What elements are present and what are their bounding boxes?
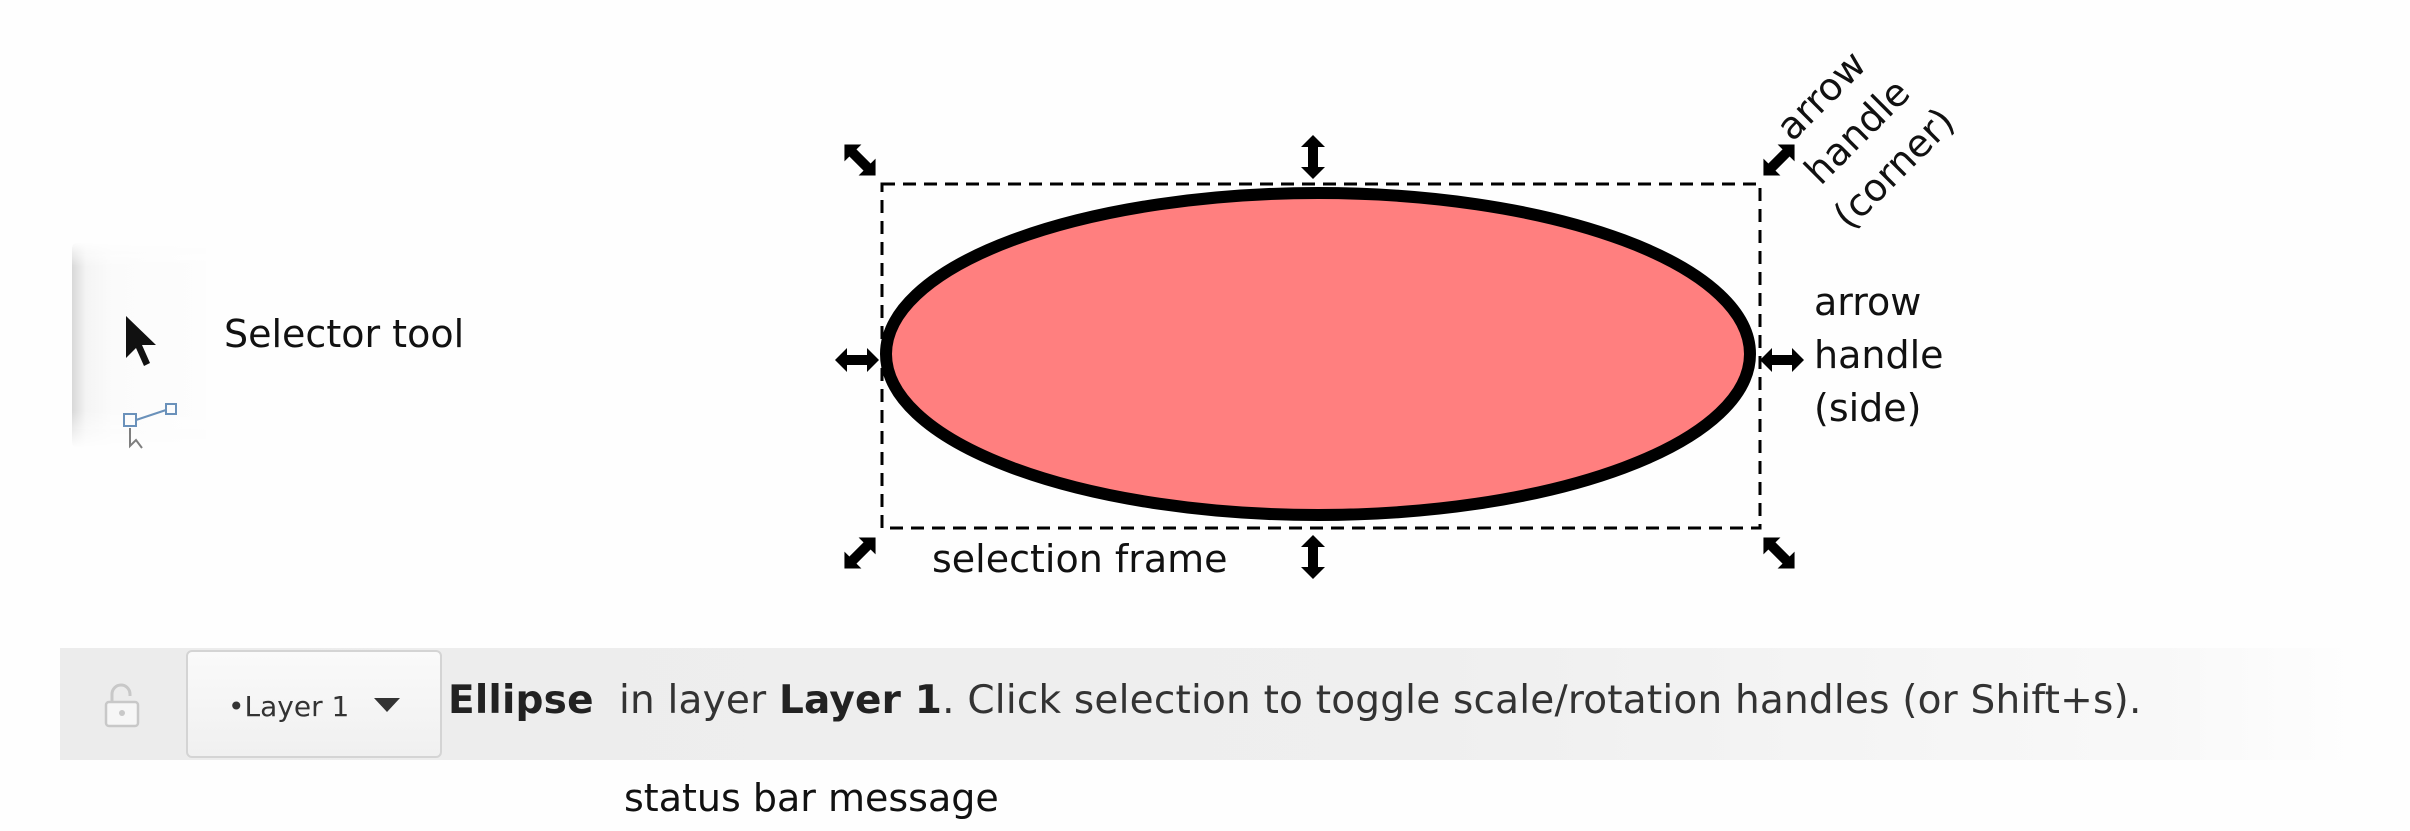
handle-left[interactable]	[835, 348, 879, 372]
node-tool-icon[interactable]	[114, 400, 186, 450]
handle-bottom-right[interactable]	[1754, 528, 1804, 578]
chevron-down-icon	[374, 698, 400, 712]
side-handle-annotation: arrow handle (side)	[1814, 280, 1944, 431]
handle-bottom-left[interactable]	[835, 528, 885, 578]
selector-tool-label: Selector tool	[224, 312, 465, 356]
handle-bottom[interactable]	[1301, 535, 1325, 579]
status-message: Ellipse in layer Layer 1. Click selectio…	[448, 678, 2142, 723]
status-bar-annotation: status bar message	[624, 776, 999, 820]
layer-dropdown[interactable]: •Layer 1	[186, 650, 442, 758]
object-type: Ellipse	[448, 678, 594, 723]
selection-frame-annotation: selection frame	[932, 537, 1228, 581]
handle-right[interactable]	[1760, 348, 1804, 372]
ellipse-shape[interactable]	[880, 187, 1756, 521]
layer-name: Layer 1	[778, 678, 943, 723]
selection-frame	[880, 182, 1762, 530]
status-bar	[60, 648, 2360, 760]
status-text: . Click selection to toggle scale/rotati…	[942, 678, 2142, 723]
layer-dropdown-label: •Layer 1	[228, 690, 350, 723]
lock-icon[interactable]	[100, 682, 144, 730]
selector-arrow-icon[interactable]	[118, 312, 162, 370]
handle-top-left[interactable]	[835, 135, 885, 185]
handle-top[interactable]	[1301, 135, 1325, 179]
in-layer-text: in layer	[618, 678, 767, 723]
